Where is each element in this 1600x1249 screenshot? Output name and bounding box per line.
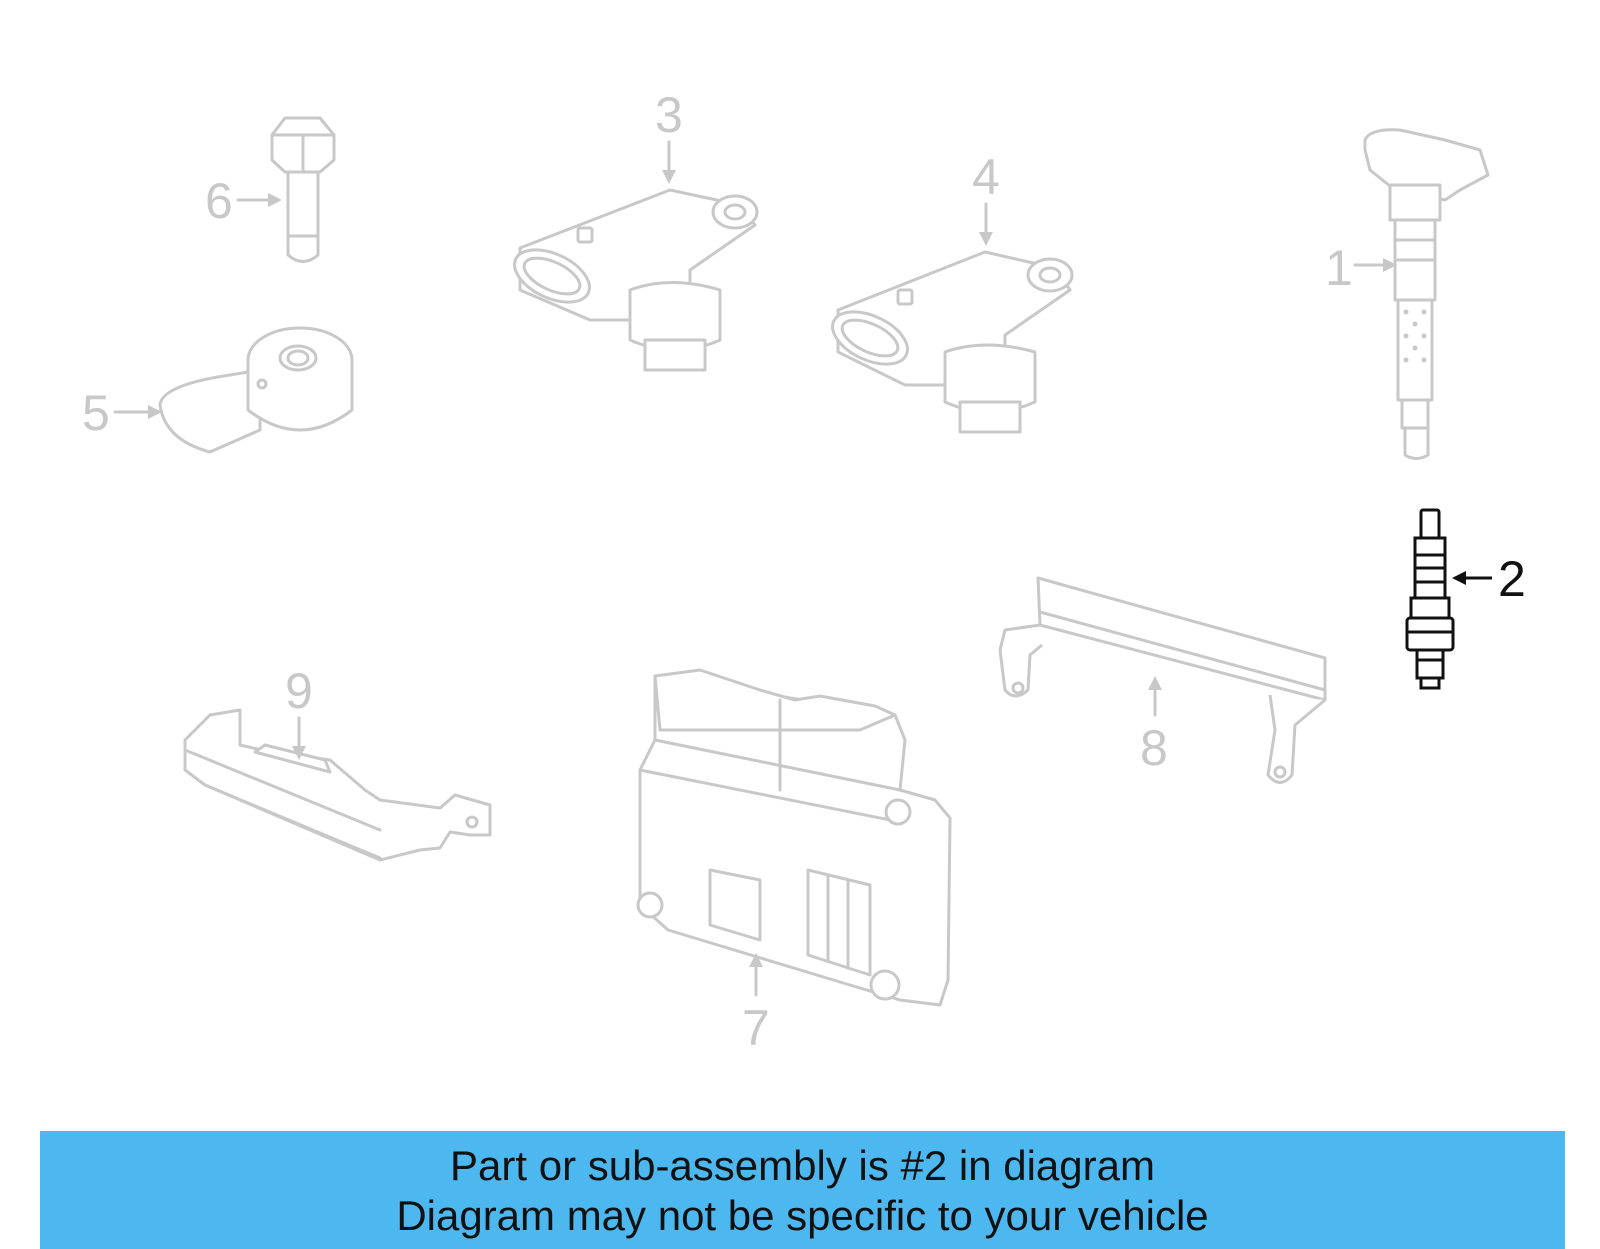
callout-2: 2 xyxy=(1498,551,1526,607)
part-8-bracket xyxy=(998,576,1327,784)
callout-3: 3 xyxy=(655,87,683,143)
part-1-ignition-coil xyxy=(1363,128,1490,460)
callout-5: 5 xyxy=(82,385,110,441)
part-2-spark-plug xyxy=(1405,508,1455,690)
callout-7: 7 xyxy=(742,1000,770,1056)
callout-9: 9 xyxy=(285,663,313,719)
part-7-ecu xyxy=(636,668,952,1007)
callout-8: 8 xyxy=(1140,720,1168,776)
part-4-camshaft-sensor xyxy=(831,250,1074,434)
part-9-bracket xyxy=(183,708,492,862)
part-5-knock-sensor xyxy=(158,326,354,454)
banner-line-2: Diagram may not be specific to your vehi… xyxy=(396,1192,1209,1239)
callout-1: 1 xyxy=(1325,240,1353,296)
banner-line-1: Part or sub-assembly is #2 in diagram xyxy=(450,1142,1155,1189)
info-banner: Part or sub-assembly is #2 in diagram Di… xyxy=(40,1131,1565,1249)
part-3-camshaft-sensor xyxy=(513,188,759,372)
callout-4: 4 xyxy=(972,149,1000,205)
callout-6: 6 xyxy=(205,173,233,229)
part-6-bolt xyxy=(270,116,336,263)
